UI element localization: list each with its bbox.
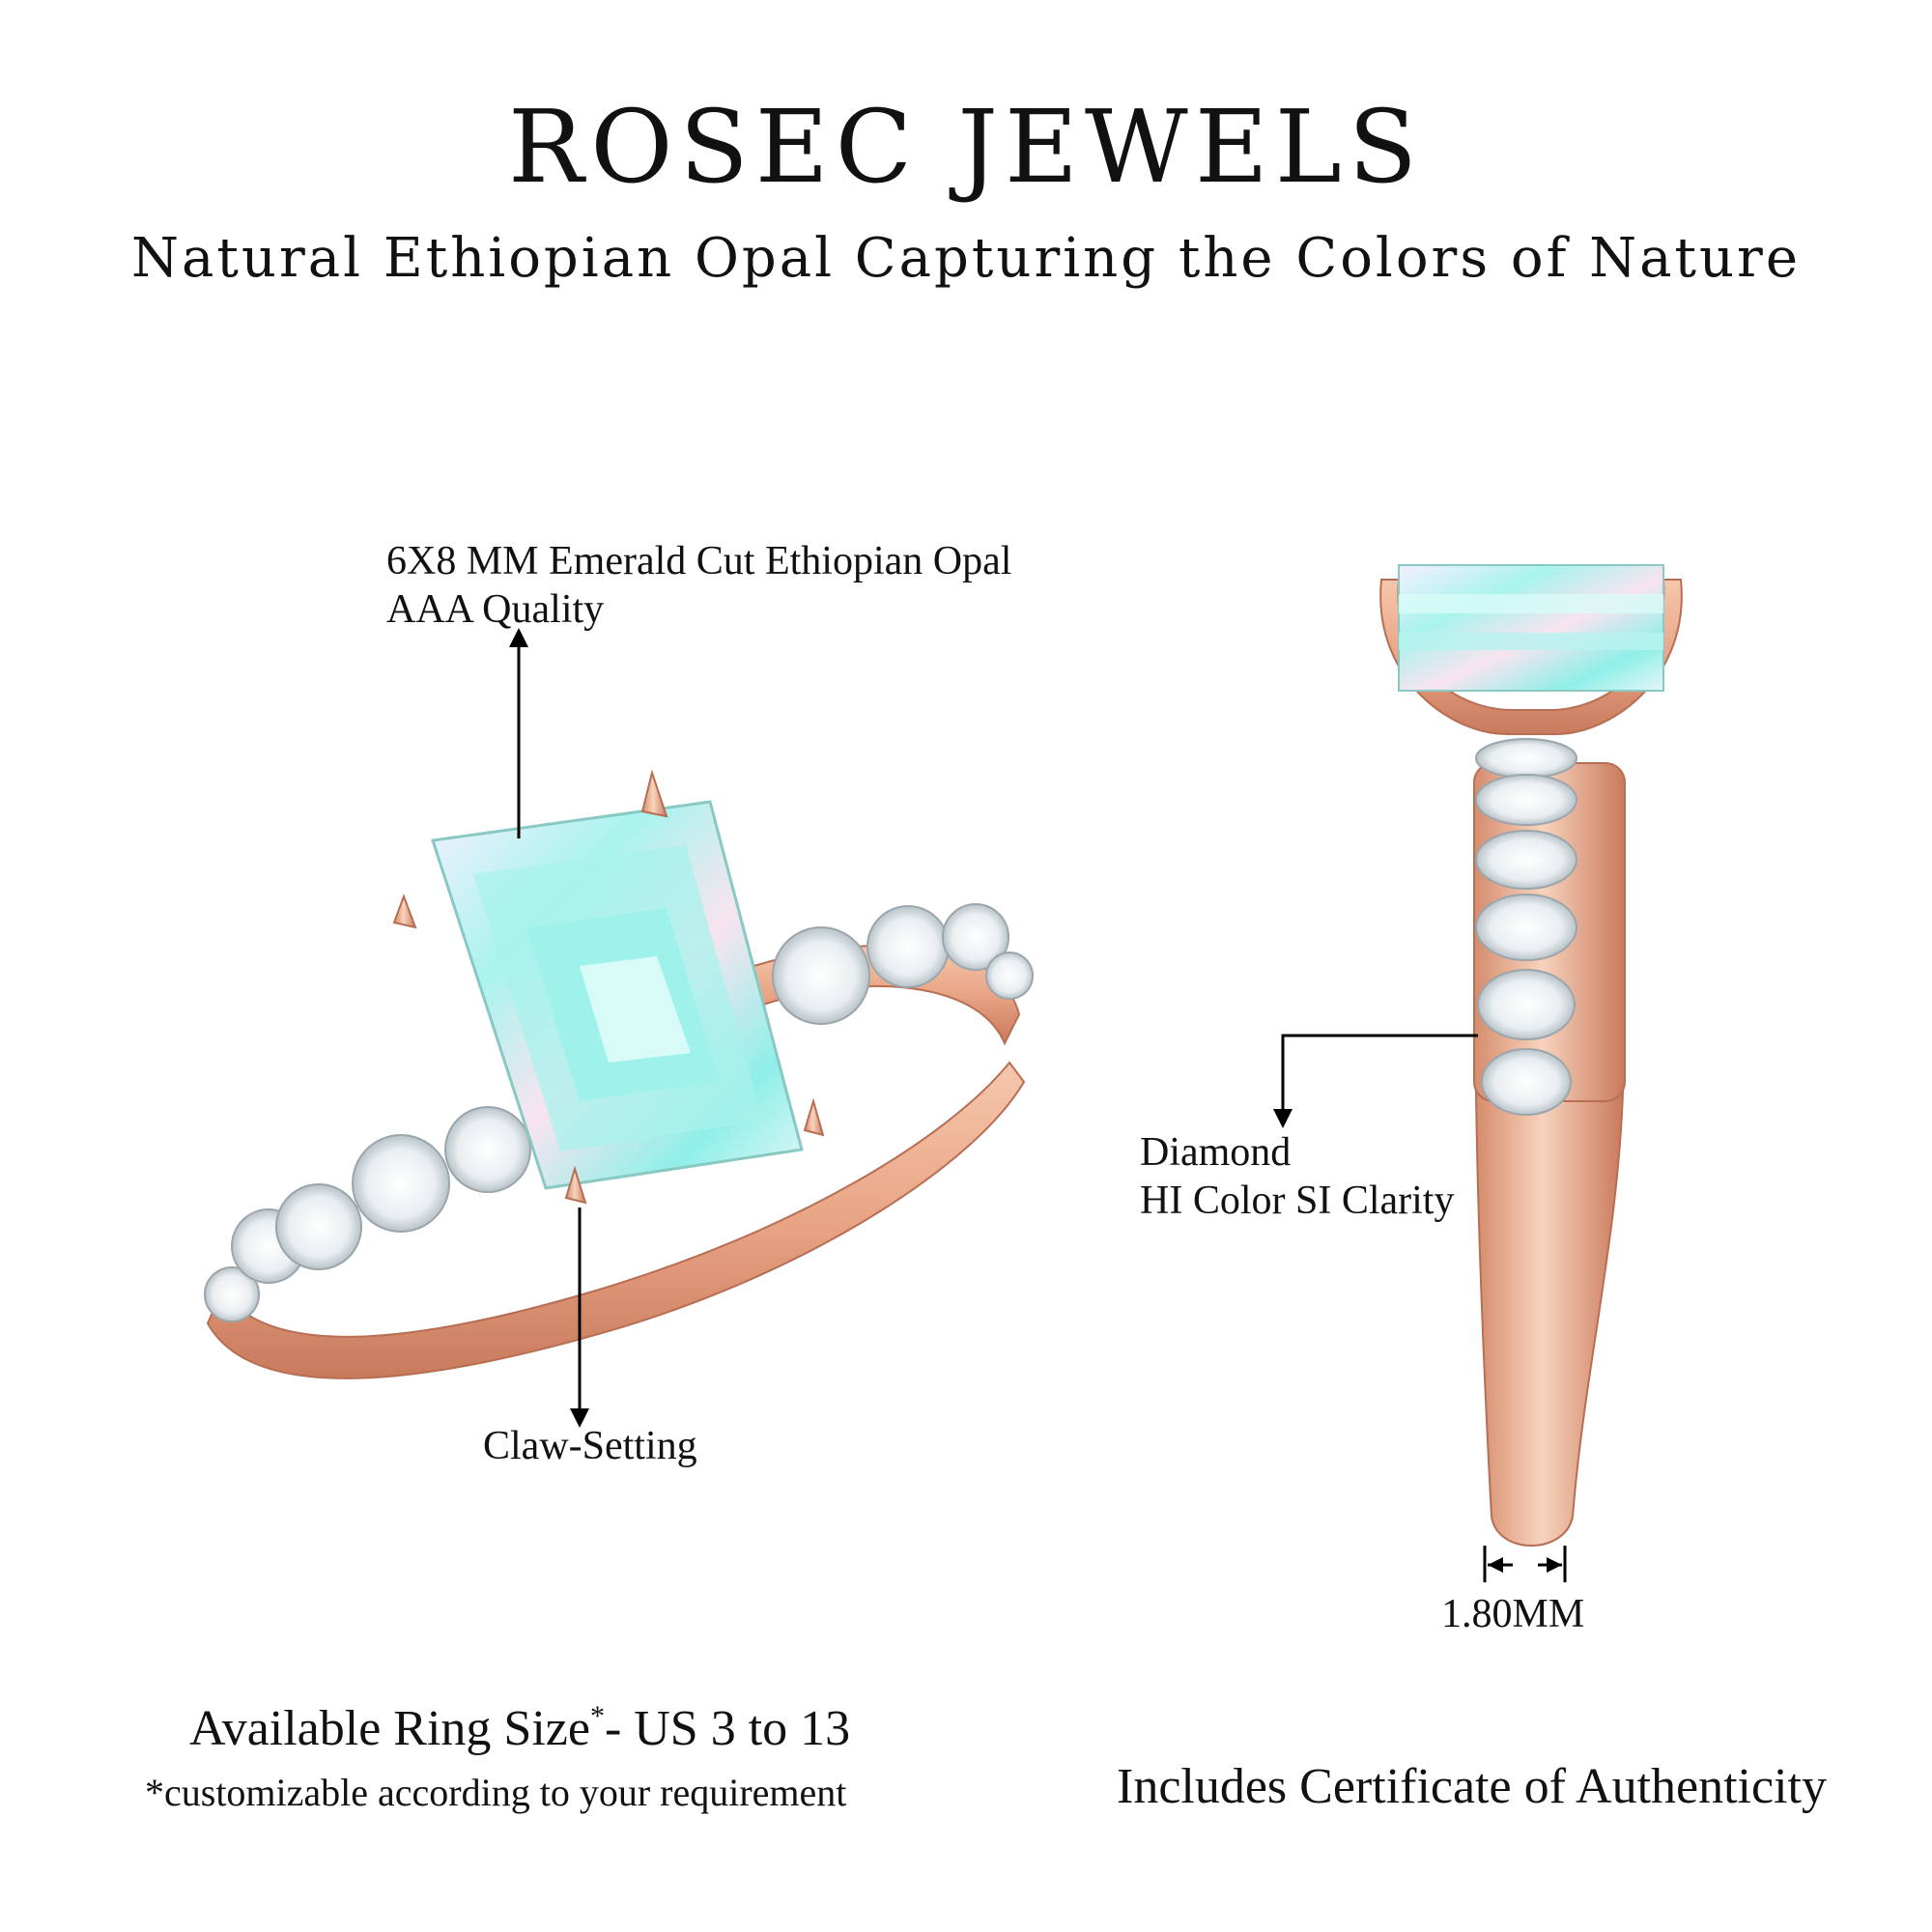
diamond-pointer-line — [1281, 1034, 1478, 1111]
left-ring-diamonds — [204, 903, 1034, 1322]
diamond-callout-line2: HI Color SI Clarity — [1140, 1179, 1455, 1223]
diamond-callout: Diamond HI Color SI Clarity — [1140, 1128, 1454, 1225]
width-arrow-right — [1547, 1557, 1562, 1573]
right-ring-opal — [1398, 564, 1664, 692]
opal-pointer-arrowhead — [509, 628, 528, 647]
right-ring-prongs — [1379, 579, 1683, 735]
ring-size-range: - US 3 to 13 — [604, 1701, 851, 1756]
ring-size-note: *customizable according to your requirem… — [145, 1771, 847, 1814]
diamond-pointer-arrowhead — [1273, 1109, 1293, 1128]
right-ring — [1379, 564, 1683, 1547]
tagline: Natural Ethiopian Opal Capturing the Col… — [131, 227, 1801, 290]
right-ring-band — [1474, 1091, 1625, 1547]
right-ring-diamonds — [1475, 738, 1577, 1116]
ring-size-mark: * — [589, 1700, 605, 1732]
opal-callout-line1: 6X8 MM Emerald Cut Ethiopian Opal — [386, 539, 1012, 583]
diamond-callout-line1: Diamond — [1140, 1130, 1292, 1175]
left-ring-opal — [431, 800, 804, 1190]
brand-title: ROSEC JEWELS — [507, 88, 1425, 206]
opal-callout: 6X8 MM Emerald Cut Ethiopian Opal AAA Qu… — [386, 537, 1011, 634]
certificate-note: Includes Certificate of Authenticity — [1117, 1759, 1827, 1814]
ring-size-line: Available Ring Size*- US 3 to 13 — [189, 1700, 850, 1757]
opal-callout-line2: AAA Quality — [386, 587, 605, 632]
claw-callout: Claw-Setting — [483, 1424, 697, 1468]
left-ring — [204, 769, 1034, 1379]
ring-size-prefix: Available Ring Size — [189, 1701, 590, 1756]
left-ring-claws — [392, 769, 825, 1205]
left-ring-band — [206, 1061, 1026, 1379]
band-width-label: 1.80MM — [1441, 1592, 1585, 1636]
width-arrow-left — [1488, 1557, 1503, 1573]
claw-pointer-arrowhead — [570, 1408, 589, 1428]
